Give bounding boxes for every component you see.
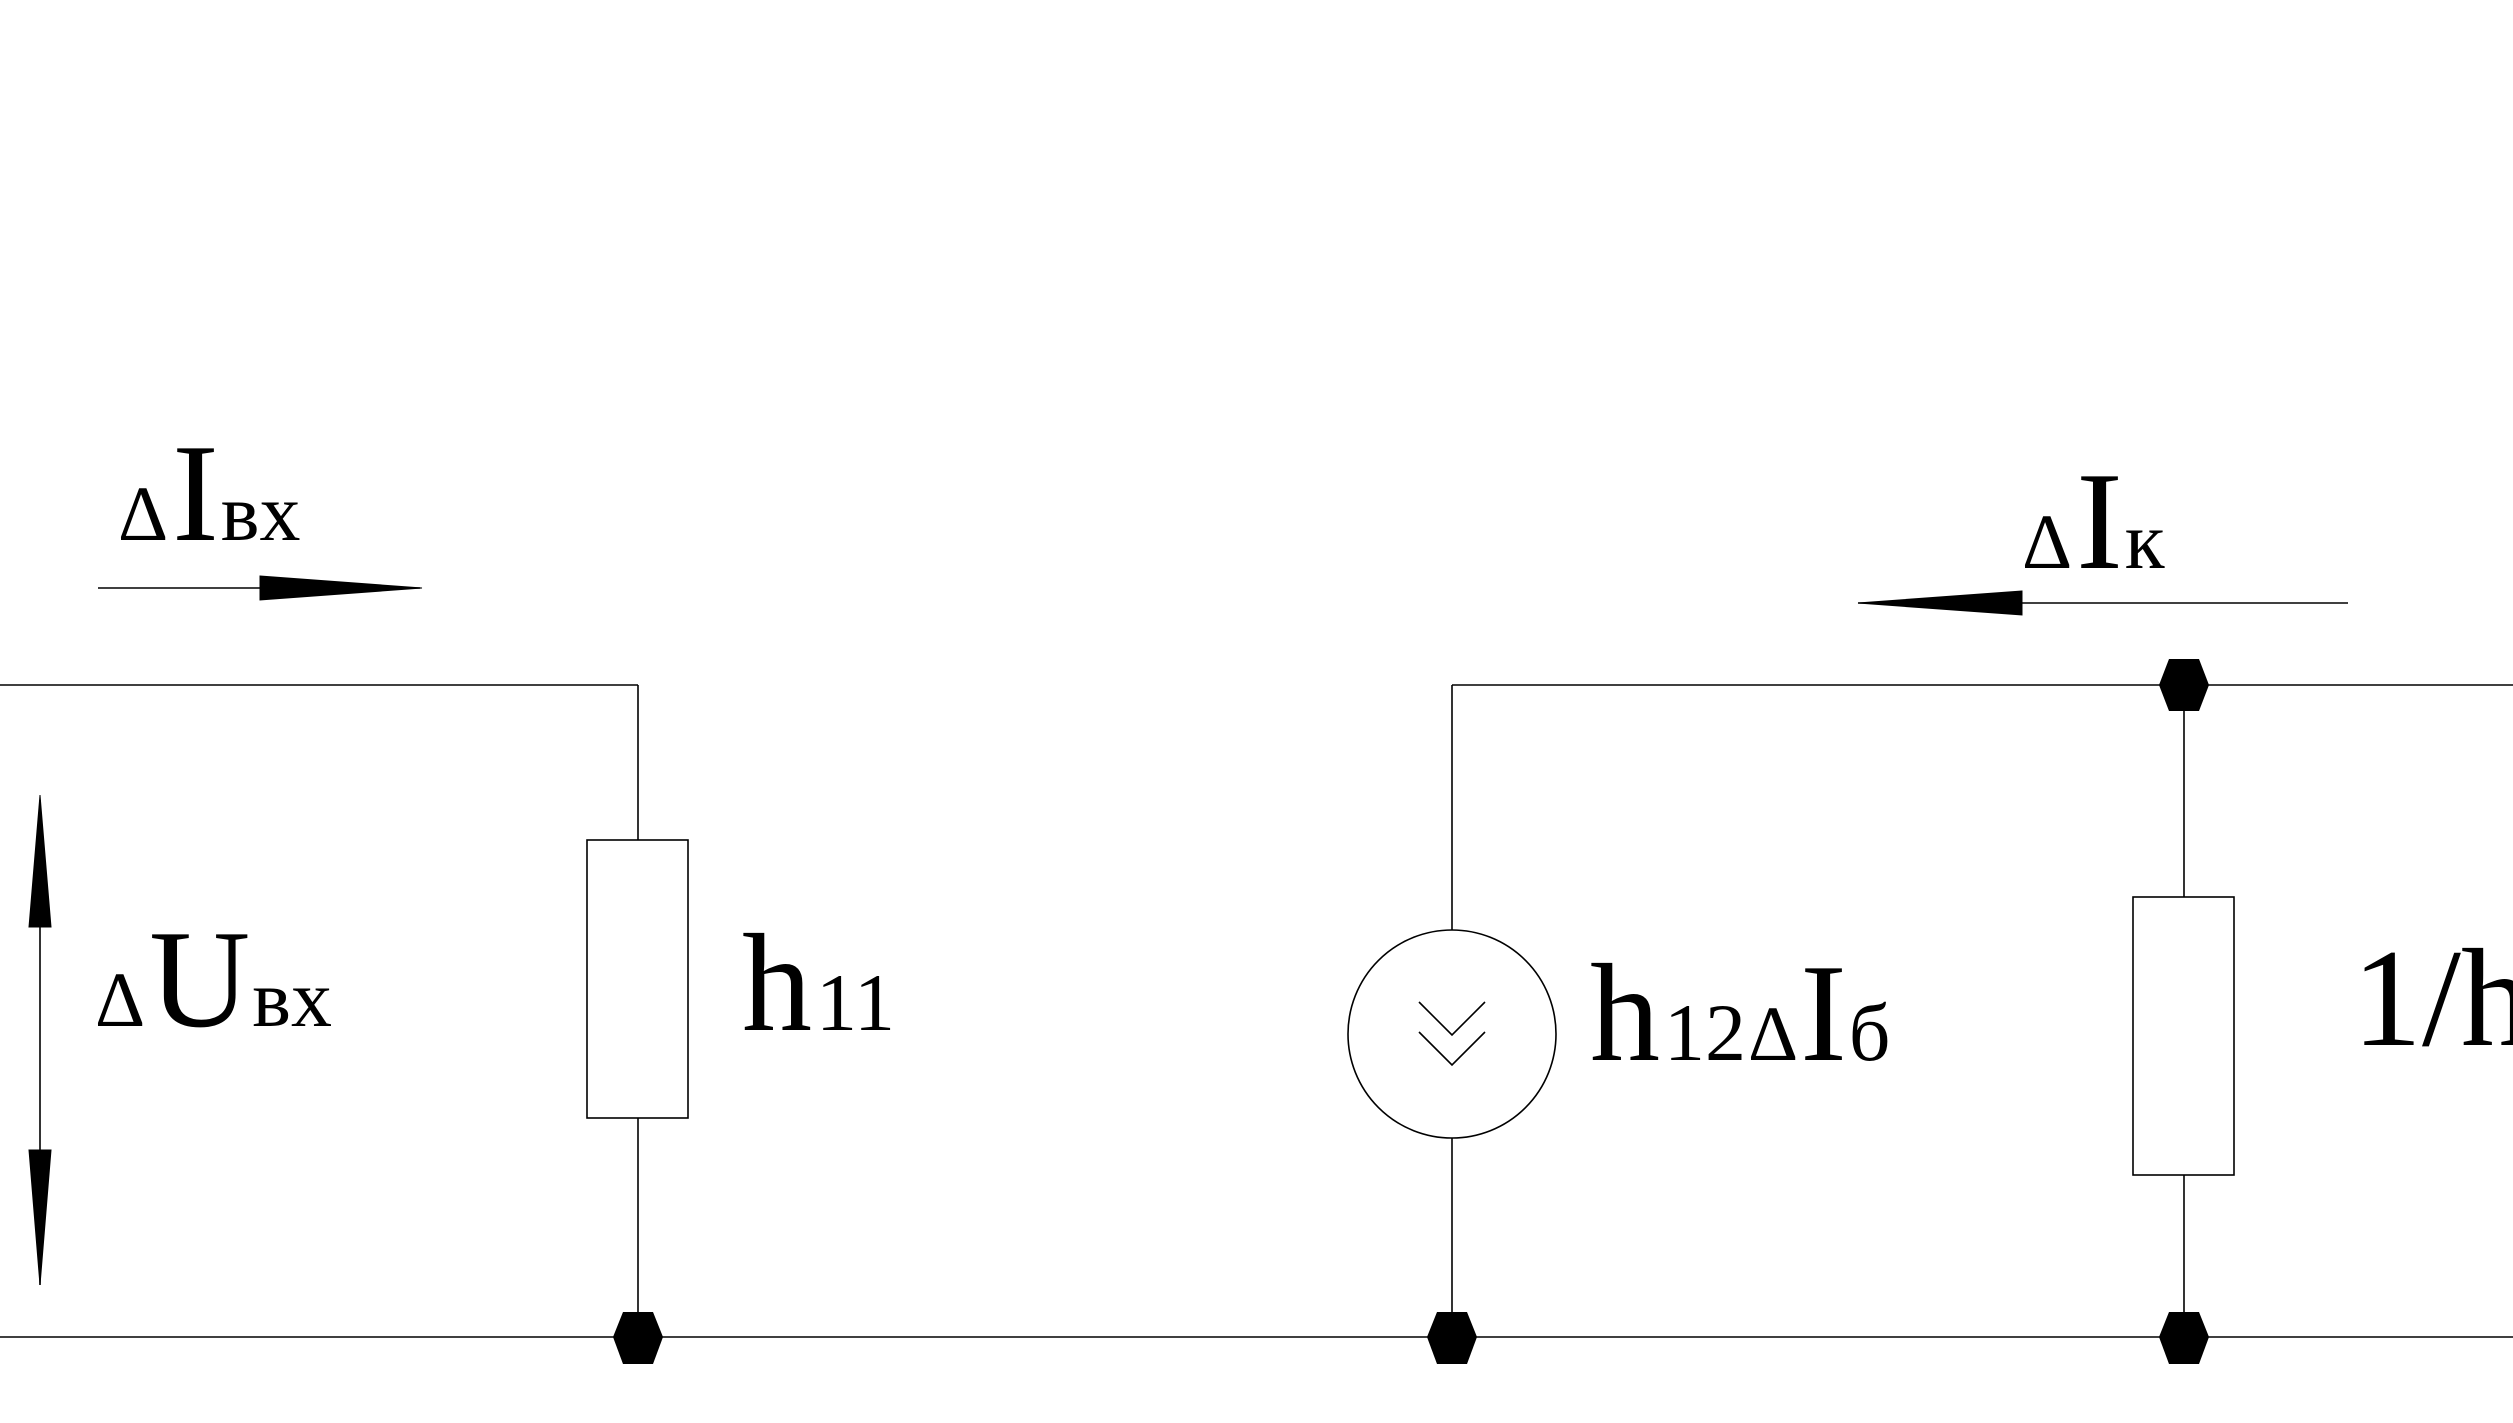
subscript: б bbox=[1849, 987, 1891, 1078]
node-dot bbox=[613, 1312, 663, 1364]
delta-symbol: Δ bbox=[1748, 990, 1798, 1077]
current-source-label: h12ΔIб bbox=[1590, 936, 1891, 1091]
current-symbol: I bbox=[172, 416, 219, 571]
output-conductance-label: 1/h bbox=[2352, 921, 2513, 1076]
arrow-left-icon bbox=[1857, 590, 2023, 616]
h11-resistor bbox=[586, 839, 689, 1119]
node-dot bbox=[1427, 1312, 1477, 1364]
current-symbol: I bbox=[1800, 936, 1847, 1091]
h-symbol: h bbox=[742, 906, 812, 1061]
output-resistor bbox=[2132, 896, 2235, 1176]
chevron-down-icon bbox=[1418, 1001, 1486, 1037]
arrow-right-icon bbox=[259, 575, 423, 601]
delta-symbol: Δ bbox=[118, 470, 168, 557]
subscript: 12 bbox=[1664, 987, 1746, 1078]
arrow-up-icon bbox=[28, 794, 52, 928]
chevron-down-icon bbox=[1418, 1031, 1486, 1067]
input-current-label: ΔIвх bbox=[118, 416, 301, 571]
collector-current-label: ΔIк bbox=[2022, 444, 2165, 599]
subscript: вх bbox=[221, 467, 301, 558]
delta-symbol: Δ bbox=[2022, 498, 2072, 585]
input-voltage-label: ΔUвх bbox=[95, 902, 332, 1057]
current-symbol: I bbox=[2076, 444, 2123, 599]
voltage-symbol: U bbox=[149, 902, 250, 1057]
subscript: 11 bbox=[816, 957, 895, 1048]
h-symbol: h bbox=[1590, 936, 1660, 1091]
node-dot bbox=[2159, 1312, 2209, 1364]
node-dot bbox=[2159, 659, 2209, 711]
arrow-down-icon bbox=[28, 1149, 52, 1286]
delta-symbol: Δ bbox=[95, 956, 145, 1043]
subscript: к bbox=[2125, 495, 2165, 586]
subscript: вх bbox=[252, 953, 332, 1044]
h11-label: h11 bbox=[742, 906, 895, 1061]
